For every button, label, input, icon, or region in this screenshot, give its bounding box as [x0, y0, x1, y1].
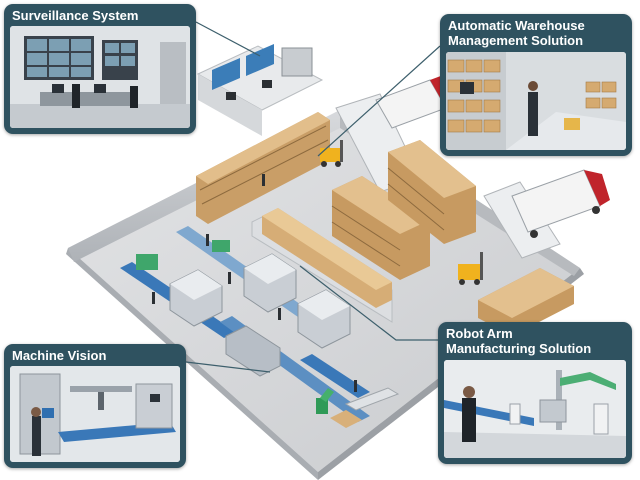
machine-station-3 — [297, 289, 351, 349]
callout-title-robot-arm: Robot Arm Manufacturing Solution — [446, 326, 592, 356]
box-pallet-lower-right — [478, 268, 574, 336]
robot-cell-floor — [316, 387, 400, 428]
machine-station-1 — [169, 269, 223, 327]
dock-bay-right — [483, 181, 561, 259]
forklift-lower — [458, 252, 483, 285]
truck-right — [511, 169, 610, 238]
box-stack-center — [331, 176, 430, 280]
callout-robot-arm-manufacturing: Robot Arm Manufacturing Solution — [438, 322, 632, 464]
surveillance-scene — [10, 26, 190, 128]
control-room-illustration — [196, 44, 324, 136]
machine-station-2 — [243, 253, 297, 313]
warehouse-scene — [446, 52, 626, 150]
robot-arm-scene — [444, 360, 626, 458]
forklift-upper — [320, 140, 343, 167]
green-line-module — [136, 240, 230, 270]
warehouse-shelves-icon — [446, 52, 626, 150]
callout-title-machine-vision: Machine Vision — [12, 348, 107, 363]
callout-surveillance-system: Surveillance System — [4, 4, 196, 134]
callout-title-warehouse: Automatic Warehouse Management Solution — [448, 18, 585, 48]
machine-vision-scene — [10, 366, 180, 462]
camera-inspection-icon — [10, 366, 180, 462]
robot-arm-icon — [444, 360, 626, 458]
box-row-partition — [262, 208, 392, 308]
callout-title-surveillance: Surveillance System — [12, 8, 139, 23]
worker-figures — [152, 174, 357, 392]
floor-edge-left — [66, 248, 318, 480]
connector-lines — [185, 21, 441, 373]
machine-station-4 — [225, 325, 281, 377]
monitor-wall-icon — [10, 26, 190, 128]
shelf-rack-back — [196, 112, 330, 224]
callout-warehouse-management: Automatic Warehouse Management Solution — [440, 14, 632, 156]
box-stack-right — [387, 140, 476, 244]
callout-machine-vision: Machine Vision — [4, 344, 186, 468]
